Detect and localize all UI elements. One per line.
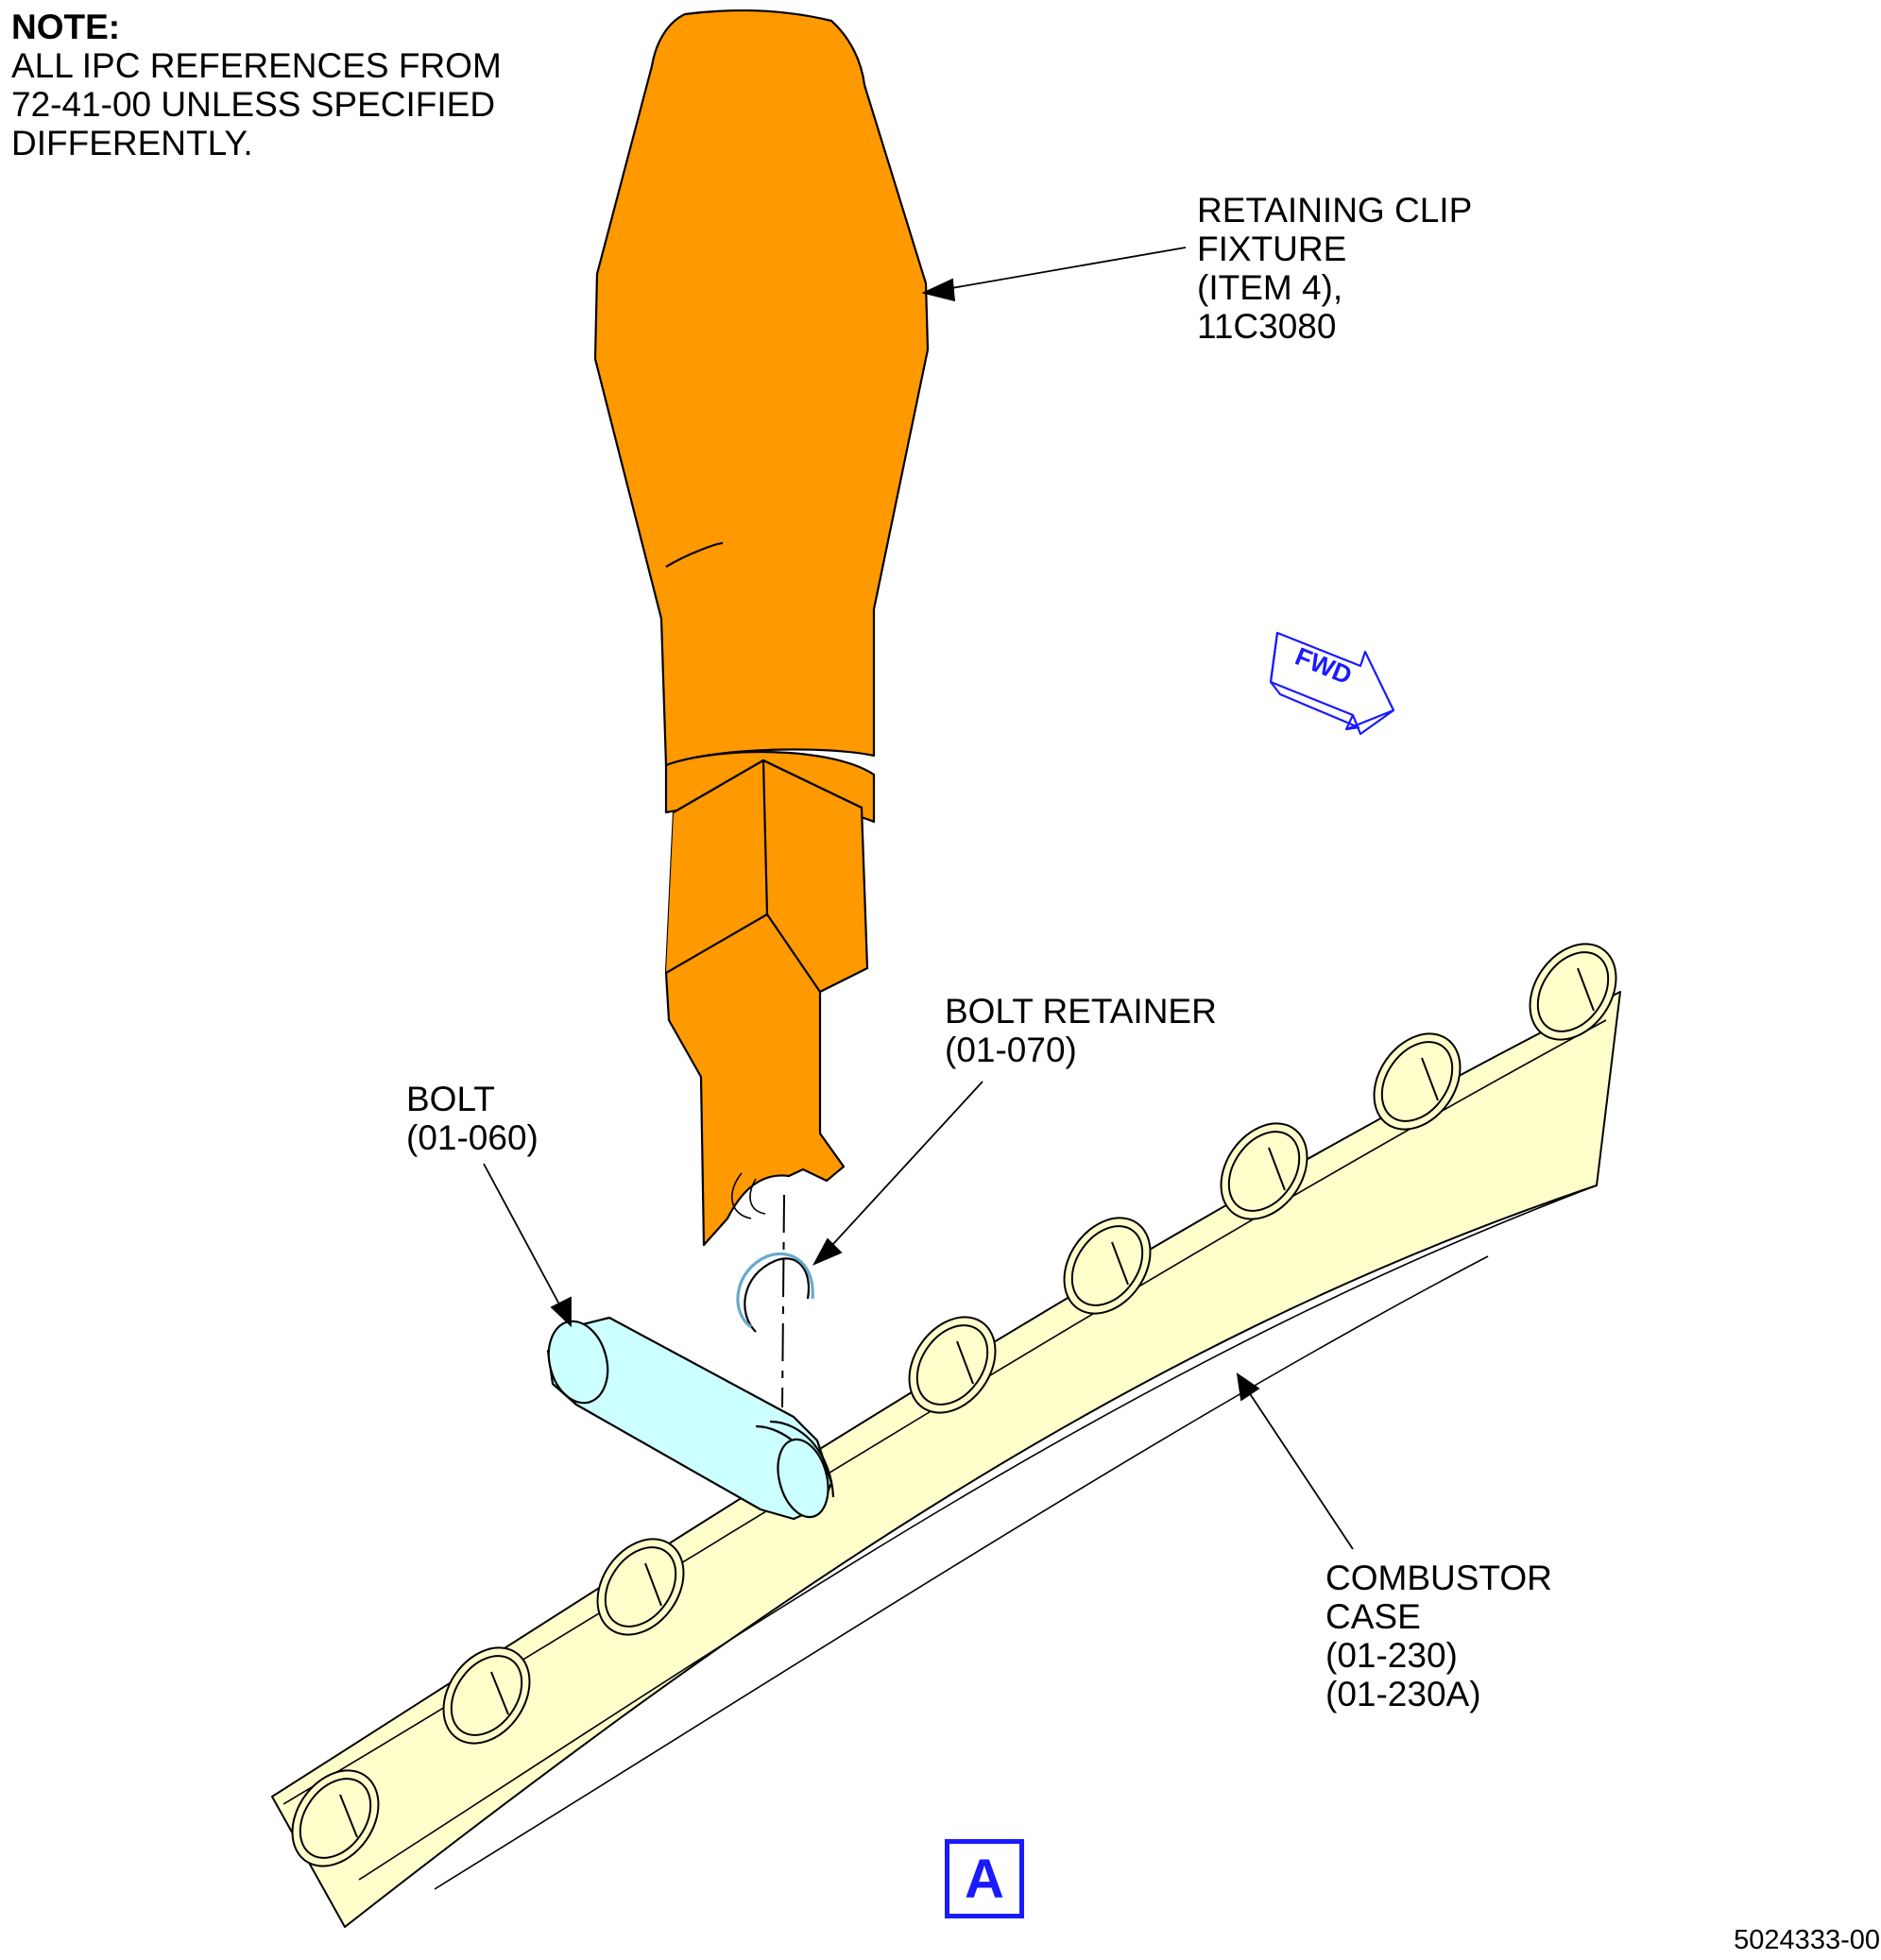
note-line: 72-41-00 UNLESS SPECIFIED [11,85,496,124]
case-label: COMBUSTOR CASE (01-230) (01-230A) [1325,1559,1552,1713]
fixture-label: RETAINING CLIP FIXTURE (ITEM 4), 11C3080 [1197,191,1472,346]
case-label-line: (01-230) [1325,1636,1458,1675]
bolt-holes [291,943,1617,1867]
bolt-label-line: (01-060) [406,1118,539,1157]
leader-lines [483,247,1354,1550]
fwd-arrow-icon [1269,631,1395,736]
case-label-line: CASE [1325,1597,1421,1636]
view-label-box: A [945,1839,1024,1918]
bolt [546,1316,835,1521]
fixture-label-line: (ITEM 4), [1197,268,1343,307]
case-label-line: COMBUSTOR [1325,1559,1552,1597]
fixture-label-line: FIXTURE [1197,230,1347,268]
note-line: DIFFERENTLY. [11,124,253,162]
retainer-label-line: (01-070) [945,1031,1077,1069]
doc-number: 5024333-00 [1734,1925,1880,1955]
case-label-line: (01-230A) [1325,1675,1481,1713]
retainer-label: BOLT RETAINER (01-070) [945,992,1217,1069]
fixture-label-line: RETAINING CLIP [1197,191,1473,230]
note-heading: NOTE: [11,8,121,46]
bolt-retainer-clip [736,1252,814,1333]
note-block: NOTE: ALL IPC REFERENCES FROM 72-41-00 U… [11,8,502,162]
retainer-label-line: BOLT RETAINER [945,992,1217,1031]
fixture-label-line: 11C3080 [1197,307,1337,346]
bolt-label-line: BOLT [406,1080,495,1118]
retaining-clip-fixture [593,9,930,1247]
bolt-label: BOLT (01-060) [406,1080,539,1157]
note-line: ALL IPC REFERENCES FROM [11,46,502,85]
